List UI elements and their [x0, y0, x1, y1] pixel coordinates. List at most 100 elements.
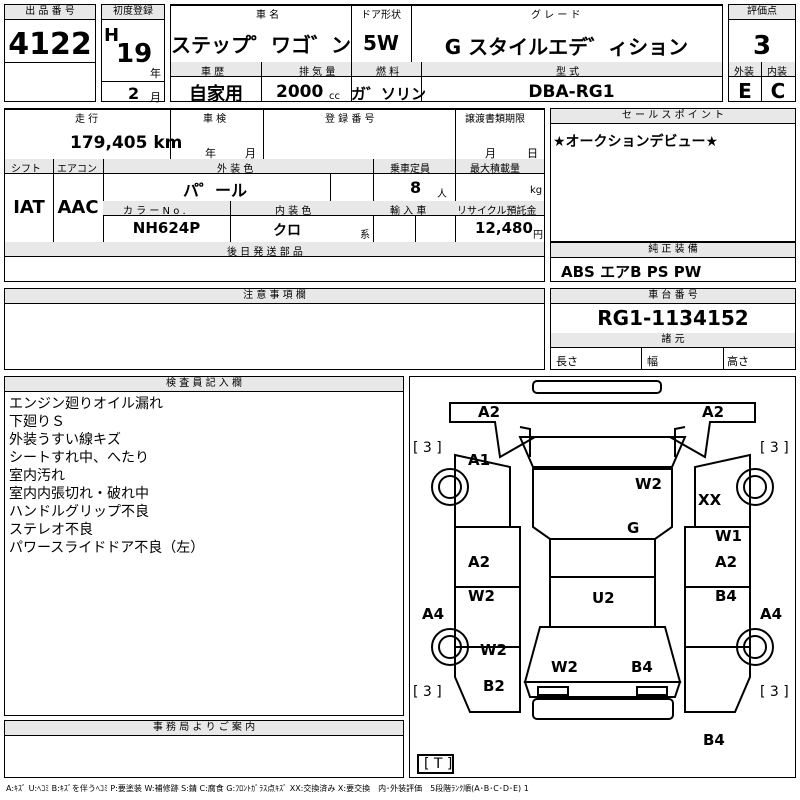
condition-diagram: A2 A2 A1 W2 XX G W1 A2 A2 A4 W2 U2 B4 A4…: [409, 376, 796, 778]
interior-grade: C: [770, 79, 786, 103]
spec-box: 車 名 ドア形状 グ レ ー ド ステップ゜ワゴ゛ン 5W G スタイルエデ゛ィ…: [170, 4, 723, 105]
sales-point: ★オークションデビュー★: [553, 134, 719, 150]
car-name-label: 車 名: [256, 10, 280, 21]
capacity: 8: [410, 178, 422, 197]
mark-w2-hood: W2: [635, 475, 662, 493]
month-unit: 月: [150, 91, 161, 104]
mark-a4-right: A4: [760, 605, 783, 623]
mark-a4-left: A4: [422, 605, 445, 623]
mark-a2-front-right: A2: [702, 403, 725, 421]
transfer-day-unit: 日: [527, 147, 538, 160]
inspector-note-item: 外装うすい線キズ: [9, 432, 121, 448]
lot-box: 出 品 番 号 4122: [4, 4, 96, 102]
chassis-label: 車 台 番 号: [551, 289, 795, 304]
inspector-note-item: ハンドルグリップ不良: [9, 504, 149, 520]
first-reg-label: 初度登録: [102, 5, 164, 20]
legend: A:ｷｽﾞ U:ﾍｺﾐ B:ｷｽﾞを伴うﾍｺﾐ P:要塗装 W:補修跡 S:錆 …: [6, 784, 529, 793]
kg-unit: kg: [530, 185, 543, 196]
sales-box: セ ー ル ス ポ イ ン ト ★オークションデビュー★: [550, 108, 796, 242]
inspection-label: 車 検: [203, 114, 227, 125]
history-label: 車 歴: [201, 67, 225, 78]
first-reg-box: 初度登録 H 19 年 2 月: [101, 4, 165, 104]
score: 3: [752, 31, 772, 61]
load-label: 最大積載量: [470, 164, 520, 175]
inspector-note-item: パワースライドドア不良（左）: [9, 540, 205, 556]
inspector-note-item: 室内内張切れ・破れ中: [9, 486, 149, 502]
score-box: 評価点 3 外装 内装 E C: [728, 4, 796, 103]
mileage: 179,405 km: [70, 133, 183, 153]
model: DBA-RG1: [528, 82, 615, 102]
trunk-tire: [ T ]: [424, 756, 453, 772]
car-diagram-svg: [417, 380, 774, 774]
reg-year: 19: [116, 39, 153, 69]
transfer-label: 譲渡書類期限: [465, 114, 525, 125]
mark-a2-right: A2: [715, 553, 738, 571]
displacement-label: 排 気 量: [299, 67, 336, 78]
era: H: [104, 25, 120, 46]
aircon: AAC: [57, 197, 99, 218]
score-label: 評価点: [729, 5, 795, 20]
length-label: 長さ: [556, 355, 578, 368]
grade: G スタイルエデ゛ィション: [444, 35, 689, 59]
shift: IAT: [13, 197, 45, 218]
sales-label: セ ー ル ス ポ イ ン ト: [551, 109, 795, 124]
inspector-note-item: シートすれ中、へたり: [9, 450, 149, 466]
car-history: 自家用: [189, 84, 243, 105]
mark-u2: U2: [592, 589, 615, 607]
mark-a1: A1: [468, 451, 491, 469]
office-label: 事 務 局 よ り ご 案 内: [5, 721, 403, 736]
int-color-label: 内 装 色: [275, 206, 312, 217]
color-number: NH624P: [132, 219, 201, 237]
mark-b2: B2: [483, 677, 505, 695]
color-no-label: カ ラ ー N o .: [123, 206, 186, 217]
mark-w1: W1: [715, 527, 742, 545]
tire-rear-left: [ 3 ]: [413, 684, 442, 700]
fuel-label: 燃 料: [376, 67, 400, 78]
mark-b4-right: B4: [715, 587, 737, 605]
inspector-note-item: 室内汚れ: [9, 468, 65, 484]
grade-label: グ レ ー ド: [531, 10, 581, 21]
tire-rear-right: [ 3 ]: [760, 684, 789, 700]
interior-color: クロ: [273, 223, 301, 239]
inspector-note-item: 下廻りＳ: [9, 414, 65, 430]
reg-no-label: 登 録 番 号: [325, 114, 375, 125]
transfer-month-unit: 月: [485, 147, 496, 160]
displacement: 2000: [276, 82, 324, 102]
mark-w2-rear-left: W2: [480, 641, 507, 659]
shift-label: シフト: [11, 164, 41, 175]
capacity-label: 乗車定員: [390, 164, 430, 175]
chassis-number: RG1-1134152: [597, 306, 749, 330]
tire-front-right: [ 3 ]: [760, 440, 789, 456]
dims-label: 諸 元: [551, 333, 795, 348]
tire-front-left: [ 3 ]: [413, 440, 442, 456]
insp-year-unit: 年: [205, 147, 216, 160]
reg-month: 2: [128, 84, 140, 103]
mark-xx: XX: [698, 491, 722, 509]
chassis-box: 車 台 番 号 RG1-1134152 諸 元 長さ 幅 高さ: [550, 288, 796, 370]
body-color: パ゜ール: [182, 181, 247, 200]
inspector-note-item: ステレオ不良: [9, 522, 93, 538]
import-label: 輸 入 車: [390, 206, 427, 217]
later-parts-label: 後 日 発 送 部 品: [227, 247, 303, 258]
equip-label: 純 正 装 備: [551, 243, 795, 258]
mark-w2-left: W2: [468, 587, 495, 605]
cc-unit: cc: [329, 91, 340, 102]
mark-b4-rear: B4: [703, 731, 725, 749]
fuel: ガ゛ソリン: [351, 85, 427, 103]
lot-label: 出 品 番 号: [5, 5, 95, 20]
mark-a2-left: A2: [468, 553, 491, 571]
recycle-label: リサイクル預託金: [457, 206, 537, 217]
exterior-label: 外装: [734, 67, 754, 78]
notes-box: 注 意 事 項 欄: [4, 288, 545, 370]
insp-month-unit: 月: [245, 147, 256, 160]
mark-a2-front-left: A2: [478, 403, 501, 421]
details-box: 走 行 車 検 登 録 番 号 譲渡書類期限 179,405 km 年 月 月 …: [4, 108, 545, 282]
person-unit: 人: [437, 189, 447, 200]
width-label: 幅: [647, 355, 658, 368]
yen-unit: 円: [533, 230, 543, 241]
mileage-label: 走 行: [75, 114, 99, 125]
color-label: 外 装 色: [217, 164, 254, 175]
mark-b4-roof: B4: [631, 658, 653, 676]
mark-w2-roof: W2: [551, 658, 578, 676]
